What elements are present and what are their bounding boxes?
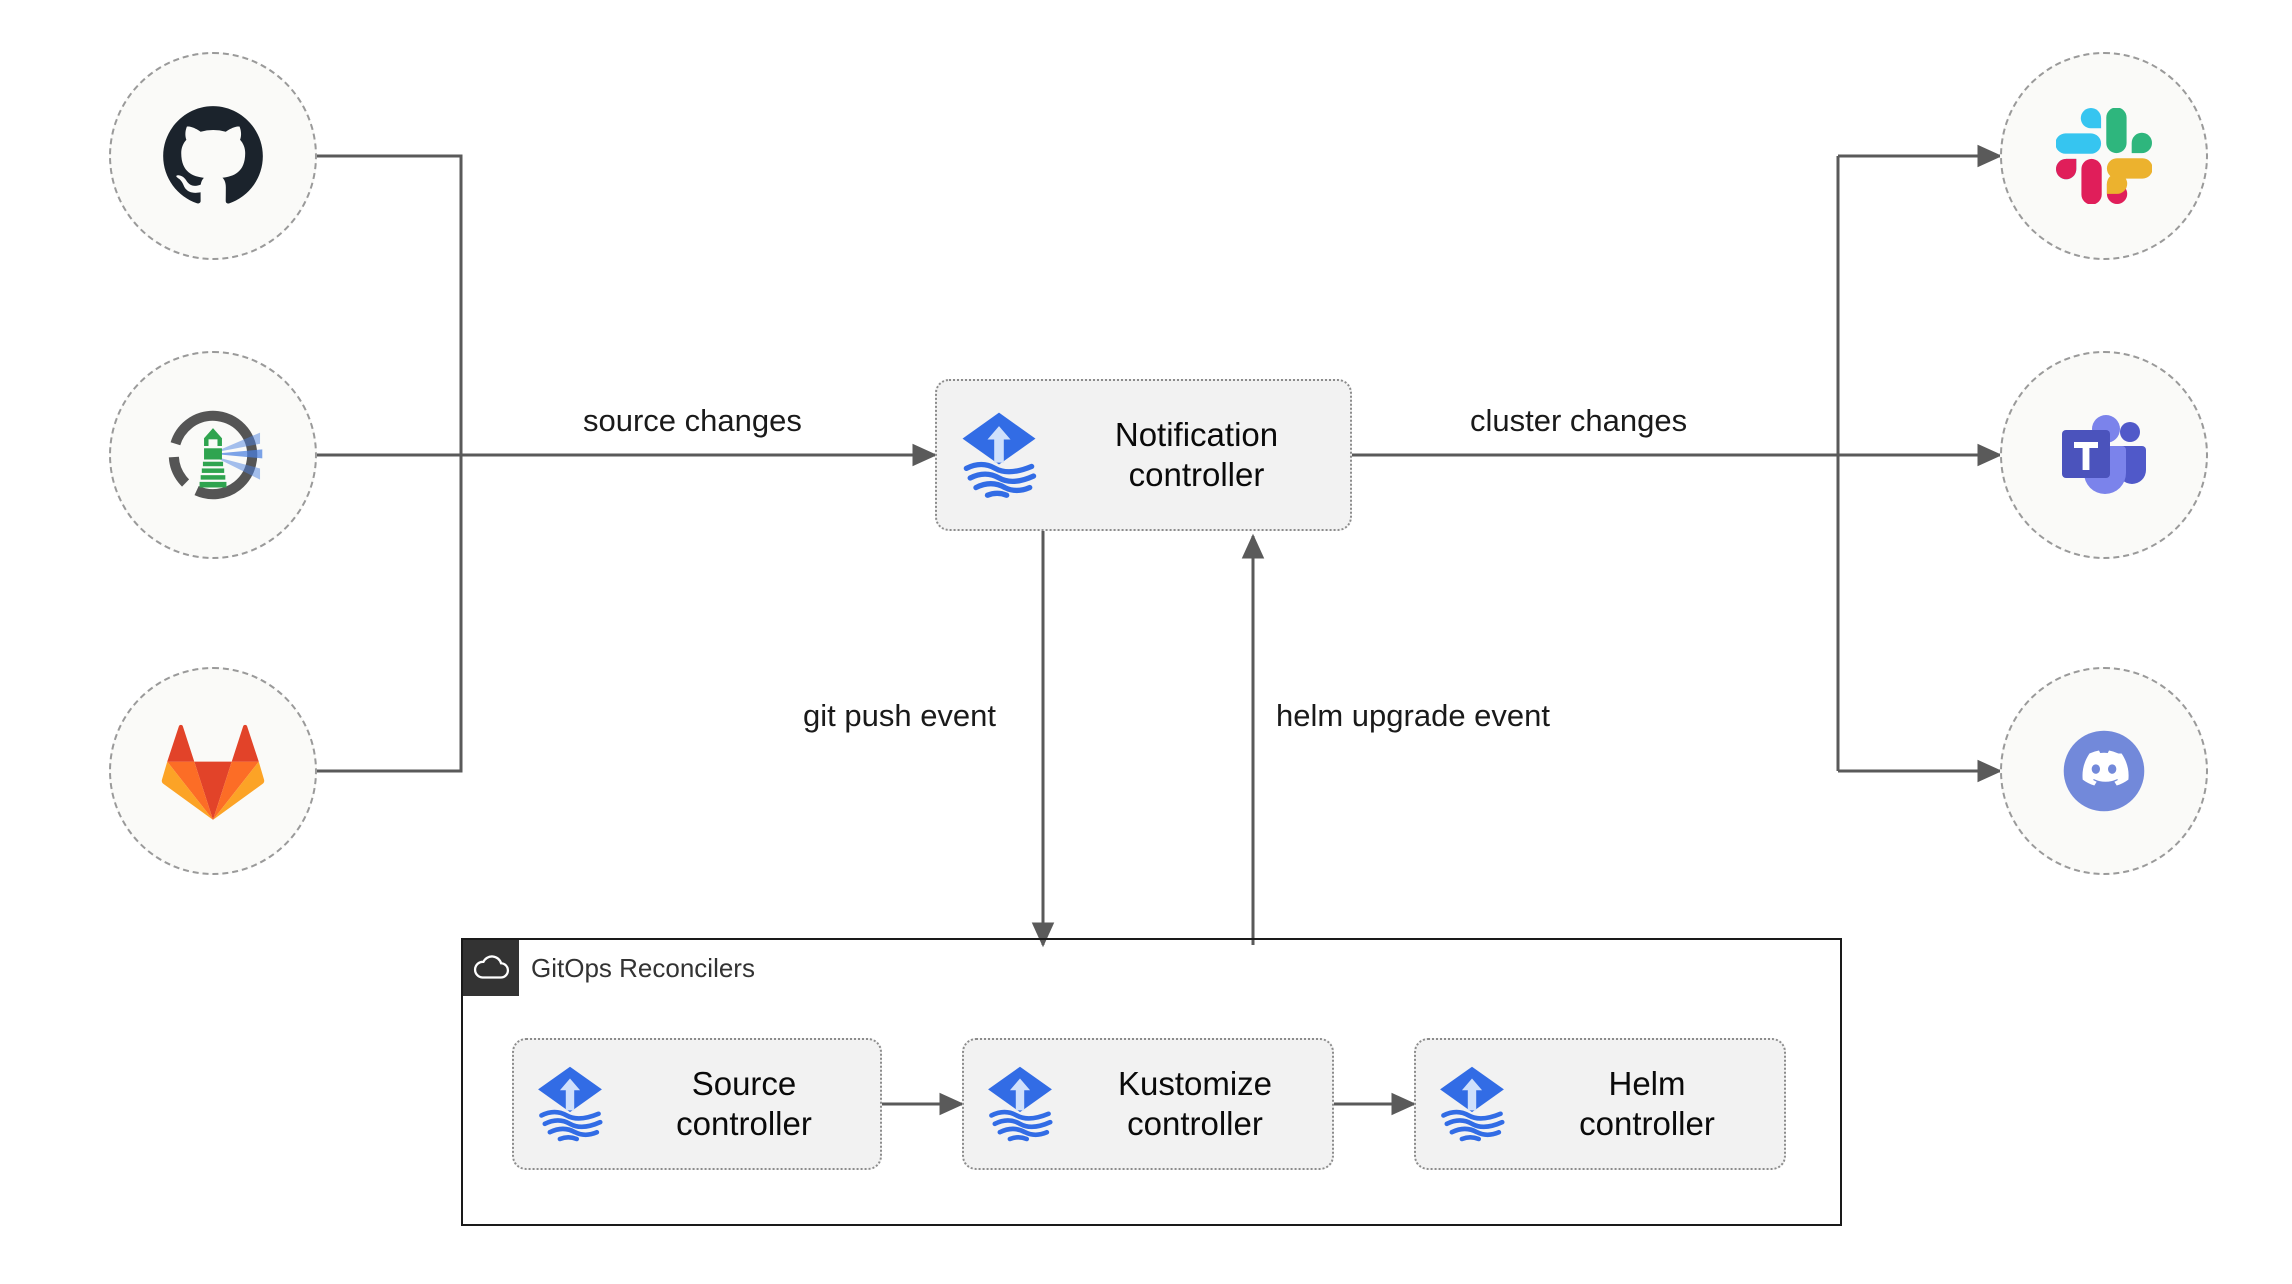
gitlab-icon — [161, 719, 265, 823]
destination-node-teams[interactable] — [2000, 351, 2208, 559]
edge-label-source-changes: source changes — [575, 403, 810, 439]
source-node-gitlab[interactable] — [109, 667, 317, 875]
edge-github-trunk — [317, 154, 463, 455]
notification-controller-label: Notification controller — [1114, 415, 1279, 493]
edge-gitlab-trunk — [317, 455, 463, 773]
destination-node-discord[interactable] — [2000, 667, 2208, 875]
source-controller-node[interactable]: Source controller — [512, 1038, 882, 1170]
discord-icon — [2051, 718, 2157, 824]
flux-icon — [528, 1060, 612, 1149]
cloud-icon — [463, 940, 519, 996]
source-node-github[interactable] — [109, 52, 317, 260]
flux-icon — [978, 1060, 1062, 1149]
flux-icon — [1430, 1060, 1514, 1149]
edge-label-cluster-changes: cluster changes — [1462, 403, 1696, 439]
kustomize-controller-node[interactable]: Kustomize controller — [962, 1038, 1334, 1170]
github-icon — [161, 104, 265, 208]
edge-label-helm-upgrade-event: helm upgrade event — [1268, 698, 1559, 734]
destination-node-slack[interactable] — [2000, 52, 2208, 260]
helm-icon — [157, 399, 269, 511]
kustomize-controller-label: Kustomize controller — [1117, 1064, 1273, 1142]
slack-icon — [2056, 108, 2152, 204]
notification-controller-node[interactable]: Notification controller — [935, 379, 1352, 531]
helm-controller-label: Helm controller — [1579, 1064, 1715, 1142]
flux-icon — [951, 405, 1047, 506]
teams-icon — [2054, 405, 2154, 505]
helm-controller-node[interactable]: Helm controller — [1414, 1038, 1786, 1170]
gitops-reconcilers-title: GitOps Reconcilers — [531, 952, 755, 983]
source-controller-label: Source controller — [676, 1064, 812, 1142]
edge-label-git-push-event: git push event — [795, 698, 1005, 734]
source-node-helm[interactable] — [109, 351, 317, 559]
gitops-reconcilers-container: GitOps Reconcilers — [461, 938, 1842, 1226]
